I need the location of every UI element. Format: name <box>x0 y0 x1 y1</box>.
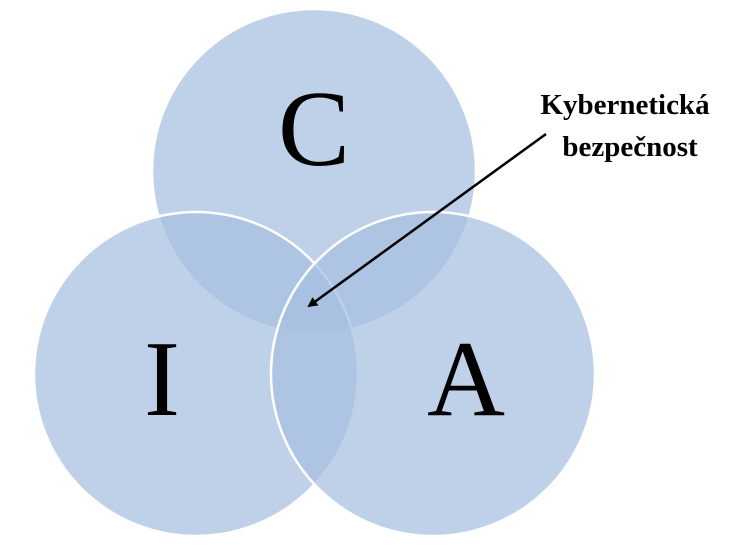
callout-arrow <box>307 132 547 308</box>
venn-circles <box>32 7 597 538</box>
label-availability: A <box>427 320 505 439</box>
callout-line-2: bezpečnost <box>562 131 698 163</box>
callout-line-1: Kybernetická <box>540 89 710 121</box>
circle-availability <box>269 210 597 538</box>
label-integrity: I <box>144 320 180 439</box>
label-confidentiality: C <box>278 70 350 189</box>
